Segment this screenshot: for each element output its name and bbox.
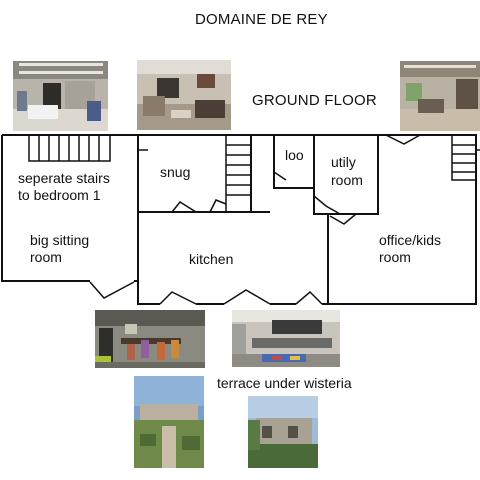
floor-label: GROUND FLOOR — [252, 92, 377, 109]
stairs-left — [28, 135, 111, 162]
outer-walls — [1, 134, 477, 305]
room-label-kitchen: kitchen — [189, 251, 234, 267]
snug-photo — [137, 60, 231, 130]
room-label-loo: loo — [285, 147, 304, 163]
room-label-big-sitting-line2: room — [30, 249, 62, 265]
room-label-big-sitting-line1: big sitting — [30, 232, 90, 248]
page-title: DOMAINE DE REY — [195, 11, 328, 28]
dining-photo — [95, 310, 205, 368]
room-label-utility-line2: room — [331, 172, 363, 188]
room-label-utility-line1: utily — [331, 154, 356, 170]
room-label-office-line1: office/kids — [379, 232, 441, 248]
door-swings — [89, 134, 480, 305]
garden-photo — [134, 376, 204, 468]
office-photo — [400, 61, 480, 131]
terrace-photo — [248, 396, 318, 468]
terrace-label: terrace under wisteria — [217, 375, 352, 391]
sitting-room-photo — [13, 61, 108, 131]
kitchen-photo — [232, 310, 340, 367]
room-label-stairs-line2: to bedroom 1 — [18, 187, 101, 203]
room-label-office-line2: room — [379, 249, 411, 265]
stairs-snug — [225, 135, 251, 212]
room-label-stairs-line1: seperate stairs — [18, 170, 110, 186]
stairs-office — [451, 135, 476, 181]
room-label-snug: snug — [160, 164, 191, 180]
interior-walls — [137, 135, 379, 304]
